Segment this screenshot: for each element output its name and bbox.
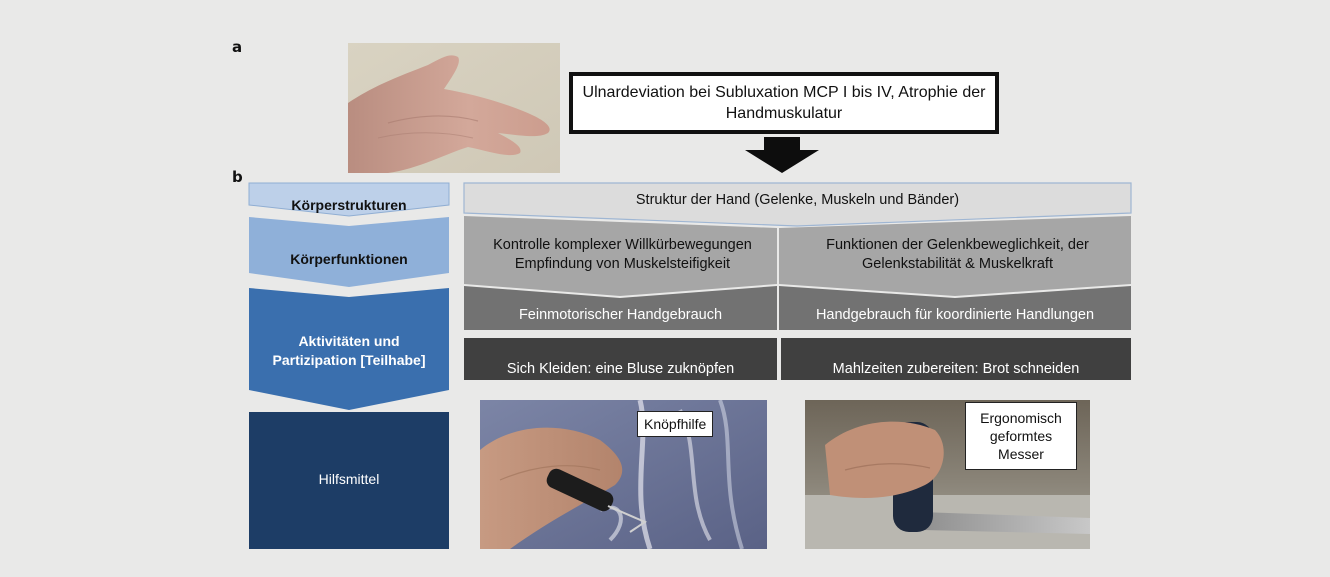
level-2-label: Körperfunktionen	[290, 250, 408, 267]
button-hook-photo	[480, 400, 767, 549]
diagnosis-callout: Ulnardeviation bei Subluxation MCP I bis…	[569, 72, 999, 134]
button-hook-label: Knöpfhilfe	[637, 411, 714, 437]
down-arrow-icon	[745, 137, 819, 173]
level-2-shape	[249, 217, 449, 287]
activity-left-text: Feinmotorischer Handgebrauch	[518, 306, 723, 323]
participation-left-text: Sich Kleiden: eine Bluse zuknöpfen	[506, 360, 735, 377]
diagnosis-text: Ulnardeviation bei Subluxation MCP I bis…	[582, 84, 986, 122]
level-4-label: Hilfsmittel	[318, 470, 380, 487]
level-shapes	[248, 182, 450, 549]
activity-right-text: Handgebrauch für koordinierte Handlungen	[815, 306, 1095, 323]
function-right-shape	[779, 216, 1131, 296]
activity-left-shape	[464, 286, 777, 330]
level-1-label: Körperstrukturen	[291, 196, 407, 213]
function-right-text: Funktionen der Gelenkbeweglichkeit, der …	[826, 237, 1089, 272]
panel-label-b: b	[232, 168, 243, 186]
level-3-shape	[249, 288, 449, 410]
icf-row-shapes	[463, 182, 1132, 380]
level-4-shape	[249, 412, 449, 549]
structure-row-shape	[463, 182, 1132, 227]
function-left-shape	[464, 216, 777, 296]
participation-right-text: Mahlzeiten zubereiten: Brot schneiden	[832, 360, 1080, 377]
panel-label-a: a	[232, 38, 243, 56]
function-left-text: Kontrolle komplexer Willkürbewegungen Em…	[493, 237, 752, 272]
ergonomic-knife-label: Ergonomisch geformtes Messer	[965, 402, 1077, 470]
participation-right-shape	[781, 338, 1131, 380]
level-1-shape	[248, 182, 450, 217]
activity-right-shape	[779, 286, 1131, 330]
structure-row-text: Struktur der Hand (Gelenke, Muskeln und …	[635, 191, 960, 208]
hand-photo	[348, 43, 560, 173]
participation-left-shape	[464, 338, 777, 380]
level-3-label: Aktivitäten und Partizipation [Teilhabe]	[272, 333, 426, 368]
